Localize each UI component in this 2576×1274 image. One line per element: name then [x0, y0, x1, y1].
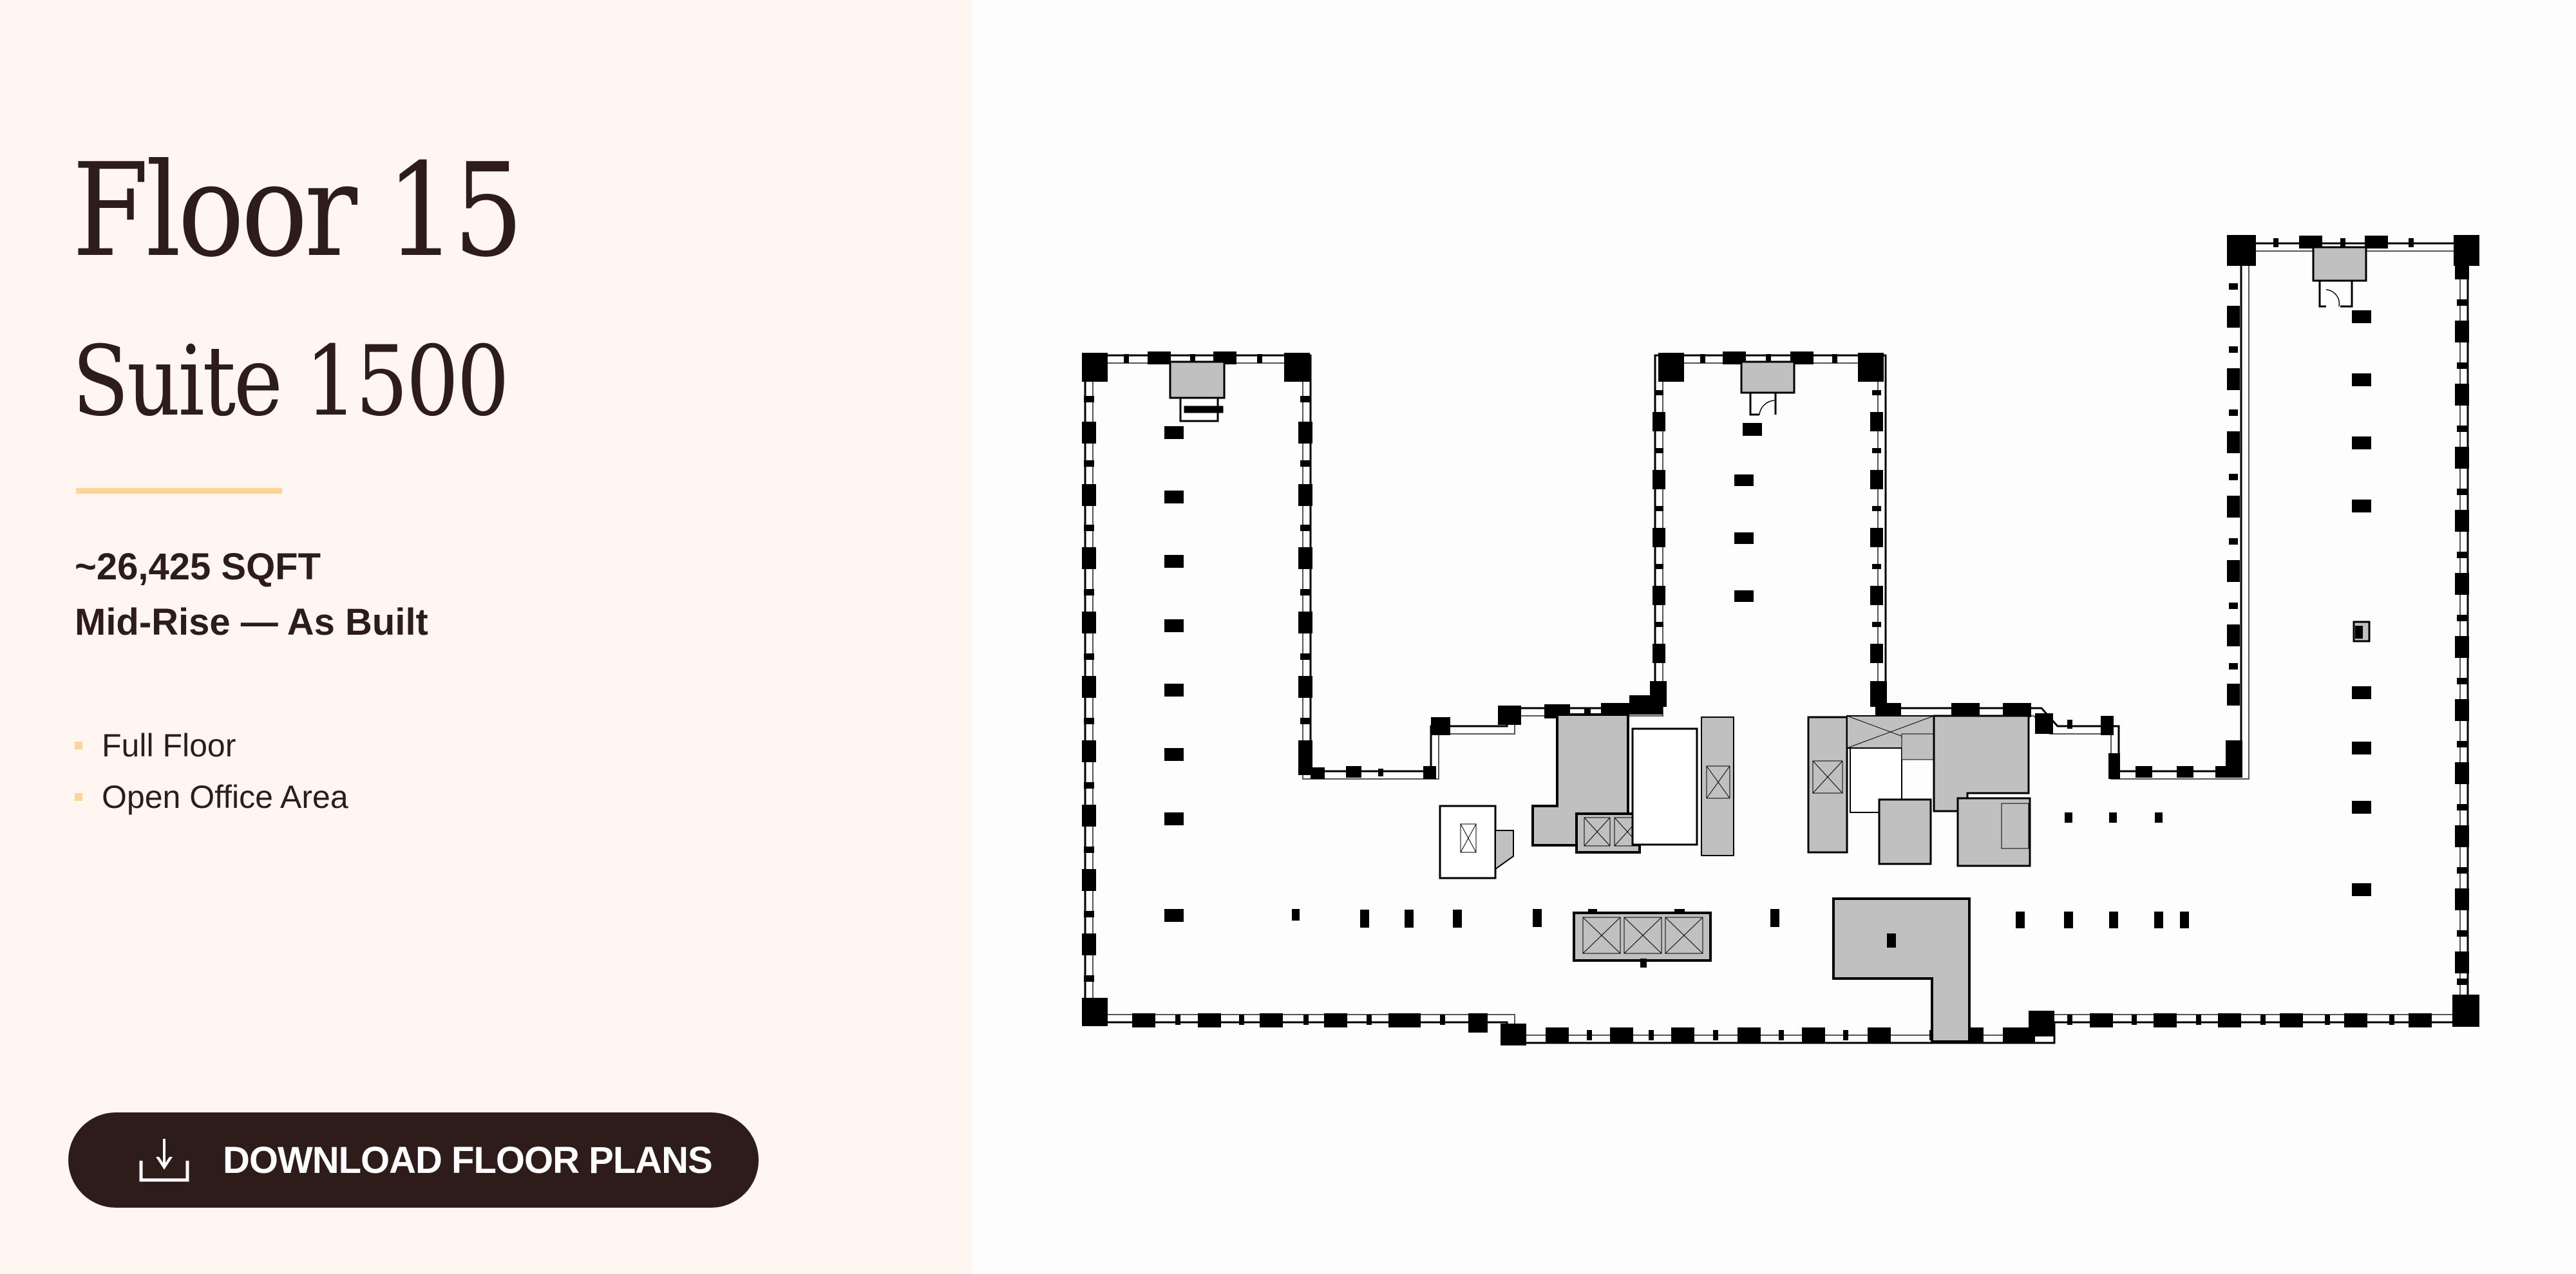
- building-core: [1439, 713, 2031, 1043]
- listing-info-panel: Floor 15 Suite 1500 ~26,425 SQFT Mid-Ris…: [0, 0, 972, 1274]
- feature-label: Full Floor: [102, 727, 236, 763]
- suite-title: Suite 1500: [72, 326, 509, 438]
- floor-title: Floor 15: [72, 136, 524, 286]
- bullet-icon: [75, 793, 82, 801]
- feature-label: Open Office Area: [102, 779, 348, 815]
- feature-item: Open Office Area: [75, 771, 348, 823]
- stair-right-wing: [2312, 246, 2367, 308]
- stair-center-wing: [1740, 361, 1795, 416]
- plan-type: Mid-Rise — As Built: [75, 601, 428, 643]
- square-footage: ~26,425 SQFT: [75, 546, 321, 588]
- accent-divider: [76, 488, 282, 494]
- floor-plan-area: [972, 0, 2576, 1274]
- facade-piers: [1082, 235, 2479, 1045]
- download-button-label: DOWNLOAD FLOOR PLANS: [223, 1139, 713, 1181]
- columns: [1164, 310, 2371, 928]
- fixture-right-wing: [2353, 621, 2371, 642]
- bullet-icon: [75, 742, 82, 749]
- feature-list: Full Floor Open Office Area: [75, 720, 348, 823]
- stair-left-wing: [1169, 361, 1226, 422]
- download-icon: [139, 1139, 189, 1182]
- floor-plan-drawing: [1082, 235, 2479, 1045]
- download-floor-plans-button[interactable]: DOWNLOAD FLOOR PLANS: [68, 1112, 759, 1208]
- feature-item: Full Floor: [75, 720, 348, 771]
